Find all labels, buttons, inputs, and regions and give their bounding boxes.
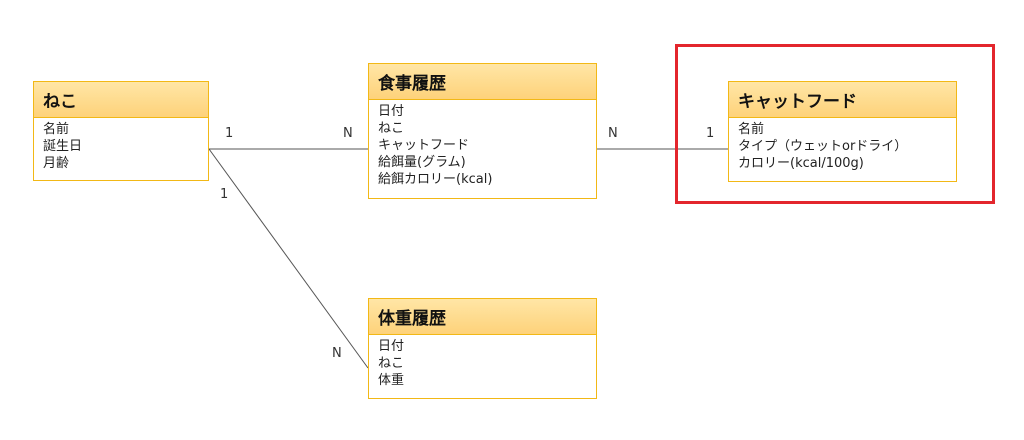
entity-meal-history[interactable]: 食事履歴 日付 ねこ キャットフード 給餌量(グラム) 給餌カロリー(kcal): [368, 63, 597, 199]
attribute-type: タイプ（ウェットorドライ）: [738, 139, 908, 154]
relation-line-neko-weight-history: [208, 148, 369, 369]
entity-neko-title: ねこ: [34, 82, 208, 118]
attribute-birthday: 誕生日: [43, 139, 83, 154]
attribute-neko: ねこ: [378, 121, 405, 136]
entity-meal-history-attributes: 日付 ねこ キャットフード 給餌量(グラム) 給餌カロリー(kcal): [369, 100, 596, 188]
attribute-name: 名前: [738, 122, 765, 137]
attribute-age-months: 月齢: [43, 156, 70, 171]
cardinality-meal-food-one: 1: [706, 126, 715, 141]
attribute-name: 名前: [43, 122, 70, 137]
attribute-feeding-amount: 給餌量(グラム): [378, 155, 466, 170]
entity-weight-history-title: 体重履歴: [369, 299, 596, 335]
entity-cat-food-attributes: 名前 タイプ（ウェットorドライ） カロリー(kcal/100g): [729, 118, 956, 172]
entity-cat-food-title: キャットフード: [729, 82, 956, 118]
attribute-date: 日付: [378, 339, 405, 354]
attribute-date: 日付: [378, 104, 405, 119]
cardinality-neko-meal-one: 1: [225, 126, 234, 141]
cardinality-meal-food-many: N: [608, 126, 618, 141]
attribute-cat-food: キャットフード: [378, 138, 470, 153]
entity-weight-history[interactable]: 体重履歴 日付 ねこ 体重: [368, 298, 597, 399]
cardinality-neko-weight-many: N: [332, 346, 342, 361]
entity-neko-attributes: 名前 誕生日 月齢: [34, 118, 208, 172]
attribute-weight: 体重: [378, 373, 405, 388]
highlight-box: [675, 44, 995, 204]
attribute-neko: ねこ: [378, 356, 405, 371]
entity-cat-food[interactable]: キャットフード 名前 タイプ（ウェットorドライ） カロリー(kcal/100g…: [728, 81, 957, 182]
cardinality-neko-weight-one: 1: [220, 187, 229, 202]
attribute-calories: カロリー(kcal/100g): [738, 156, 864, 171]
cardinality-neko-meal-many: N: [343, 126, 353, 141]
entity-neko[interactable]: ねこ 名前 誕生日 月齢: [33, 81, 209, 181]
entity-meal-history-title: 食事履歴: [369, 64, 596, 100]
attribute-feeding-calories: 給餌カロリー(kcal): [378, 172, 493, 187]
entity-weight-history-attributes: 日付 ねこ 体重: [369, 335, 596, 389]
